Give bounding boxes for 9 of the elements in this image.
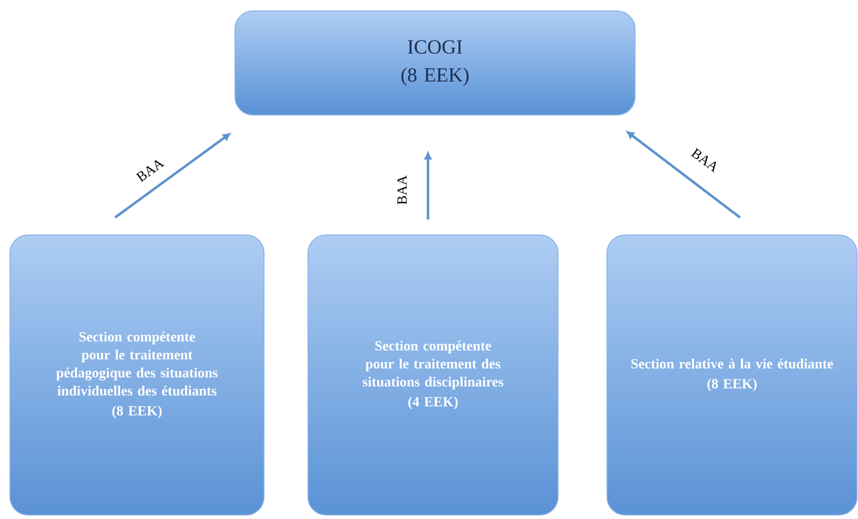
arrow (424, 152, 432, 220)
arrow (114, 133, 230, 219)
process-box: Section compétente pour le traitement pédagogique des situations individuelles des étudiants (8 EEK) (10, 234, 264, 516)
process-box: ICOGI (8 EEK) (234, 10, 636, 116)
arrow (626, 131, 741, 218)
process-box: Section compétente pour le traitement des situations disciplinaires (4 EEK) (308, 234, 558, 516)
process-box: Section relative à la vie étudiante (8 EEK) (606, 234, 858, 516)
edge-label: BAA (397, 175, 407, 204)
edge-label: BAA (136, 160, 165, 182)
